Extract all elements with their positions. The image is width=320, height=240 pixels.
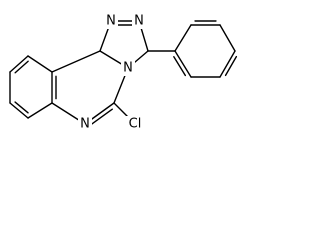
bond-p6-p1 bbox=[174, 50, 192, 78]
atom-cl: Cl bbox=[125, 116, 145, 132]
atom-n4: N bbox=[121, 60, 135, 76]
bond-p4-p5 bbox=[219, 50, 236, 78]
double-bond-c7-c8 bbox=[14, 101, 29, 114]
double-bond-c9-c10 bbox=[14, 60, 29, 74]
bond-p3-p4 bbox=[219, 24, 236, 52]
chemical-structure: N N N N Cl bbox=[9, 13, 238, 132]
atom-cl-background bbox=[125, 116, 145, 132]
bond-c10a-c10b bbox=[51, 50, 101, 73]
atom-n1: N bbox=[104, 13, 118, 29]
atom-n6-background bbox=[78, 116, 92, 132]
double-bond-p4-p5 bbox=[224, 55, 238, 77]
double-bond-p6-p1 bbox=[173, 56, 187, 77]
atom-n4-background bbox=[121, 60, 135, 76]
atom-n6: N bbox=[78, 116, 92, 132]
bond-p1-p2 bbox=[174, 24, 192, 52]
atom-n2-background bbox=[132, 13, 146, 29]
bond-c10-c10a bbox=[27, 55, 53, 73]
atom-cl-label: Cl bbox=[129, 117, 142, 132]
atom-n2-label: N bbox=[134, 14, 144, 29]
atom-n1-background bbox=[104, 13, 118, 29]
atom-n1-label: N bbox=[106, 14, 116, 29]
bond-c6a-c7 bbox=[27, 102, 53, 119]
atom-n6-label: N bbox=[80, 117, 90, 132]
atom-n2: N bbox=[132, 13, 146, 29]
bond-c7-c8 bbox=[9, 102, 29, 119]
bond-c9-c10 bbox=[9, 55, 29, 73]
atom-label-layer: N N N N Cl bbox=[78, 13, 146, 132]
double-bond-c5-n6 bbox=[90, 108, 113, 125]
atom-n4-label: N bbox=[123, 61, 133, 76]
